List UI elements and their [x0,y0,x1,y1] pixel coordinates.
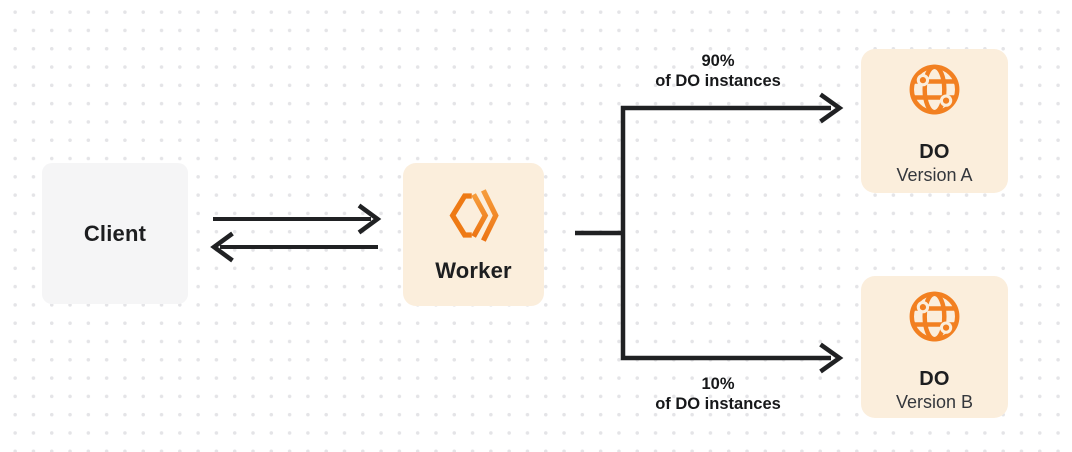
globe-icon [906,61,963,118]
branch-top-percent: 90% [701,52,735,70]
branch-bottom-caption: of DO instances [655,395,781,413]
branch-trunk-line [620,105,831,361]
do-version-b-subtitle: Version B [895,392,974,412]
globe-icon [906,288,963,345]
do-version-a-title: DO [919,141,950,163]
worker-node: Worker [403,163,544,306]
worker-label: Worker [435,257,512,283]
client-label: Client [83,220,147,246]
branch-top-label: 90% of DO instances [608,51,828,91]
client-node: Client [42,163,188,304]
client-to-worker-arrowhead-icon [357,203,382,235]
branch-top-arrowhead-icon [819,92,844,124]
do-version-b-node: DO Version B [861,276,1008,418]
do-version-b-title: DO [919,368,950,390]
workers-logo-icon [447,186,501,245]
do-version-a-subtitle: Version A [896,165,973,185]
do-version-a-node: DO Version A [861,49,1008,193]
branch-bottom-arrowhead-icon [819,342,844,374]
branch-bottom-label: 10% of DO instances [608,374,828,414]
branch-top-caption: of DO instances [655,72,781,90]
branch-bottom-percent: 10% [701,375,735,393]
worker-to-client-arrowhead-icon [210,231,234,263]
